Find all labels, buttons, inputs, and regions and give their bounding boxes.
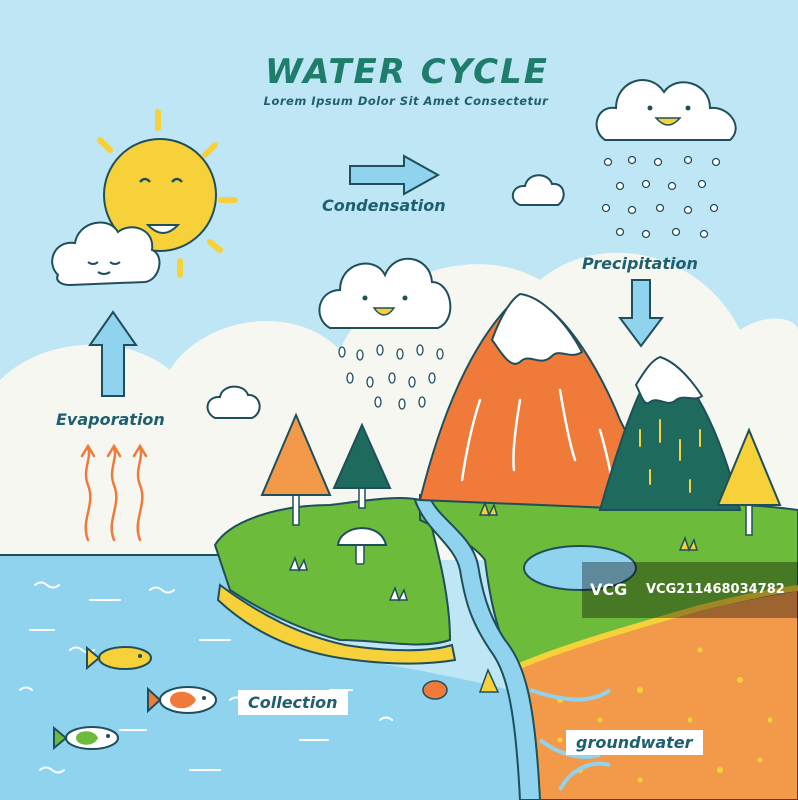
- page-subtitle: Lorem Ipsum Dolor Sit Amet Consectetur: [263, 94, 549, 108]
- cloud-icon-precipitation: [595, 79, 737, 141]
- watermark-id: VCG211468034782: [646, 582, 785, 597]
- page-title: WATER CYCLE: [265, 52, 549, 92]
- cloud-icon-small-left: [206, 385, 261, 419]
- soil-top-band: [513, 585, 798, 671]
- raindrop-icons-mid: [338, 344, 444, 410]
- water-rocks: [422, 668, 500, 700]
- grass-tufts: [288, 500, 699, 602]
- arrow-icon-right: [349, 154, 441, 196]
- tree-teal: [332, 422, 392, 509]
- evaporation-wavy-arrows: [80, 443, 148, 542]
- label-condensation: Condensation: [322, 196, 446, 215]
- tree-orange: [260, 412, 332, 526]
- label-evaporation: Evaporation: [56, 410, 165, 429]
- mountain-orange-snowcap: [490, 292, 584, 365]
- raindrop-icons-right: [601, 155, 721, 239]
- island-sand-edge: [216, 583, 457, 665]
- arrow-icon-up: [88, 310, 138, 397]
- arrow-icon-down: [618, 279, 664, 348]
- sea-waves: [19, 581, 393, 774]
- tree-yellow: [716, 427, 782, 536]
- grass-island-left: [213, 496, 452, 646]
- fish-icon-green: [53, 725, 119, 751]
- label-groundwater: groundwater: [566, 730, 703, 755]
- mushroom-icon: [336, 527, 388, 565]
- sea-water: [0, 555, 520, 800]
- sun-icon: [97, 109, 238, 278]
- river: [413, 496, 542, 800]
- cloud-icon-small-top: [511, 174, 565, 206]
- watermark-banner: [582, 562, 798, 618]
- cloud-icon-condensation: [318, 257, 452, 329]
- label-precipitation: Precipitation: [582, 254, 698, 273]
- watermark-logo: VCG: [590, 580, 628, 599]
- fish-icon-yellow: [86, 645, 152, 671]
- mountain-orange-streaks: [460, 388, 614, 482]
- mountain-teal-marks: [639, 419, 701, 493]
- fish-icon-orange: [147, 686, 217, 714]
- cloud-icon-sun: [51, 221, 161, 287]
- mountain-teal-snowcap: [634, 355, 704, 405]
- pond: [523, 545, 637, 591]
- label-collection: Collection: [238, 690, 348, 715]
